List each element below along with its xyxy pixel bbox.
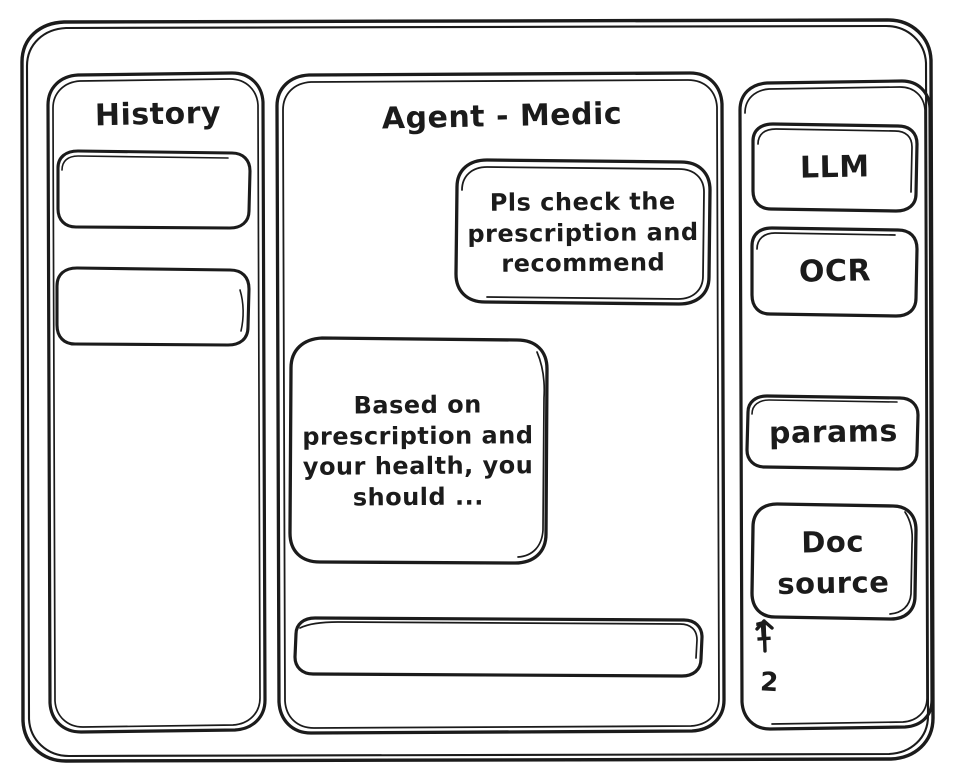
tool-params-label: params [768, 413, 898, 451]
message-composer-input[interactable] [296, 618, 700, 674]
user-message-text: Pls check the prescription and recommend [467, 187, 699, 279]
agent-message-bubble: Based on prescription and your health, y… [290, 337, 546, 565]
tool-llm-label: LLM [799, 149, 871, 186]
tool-doc-source-label: Doc source [777, 524, 890, 601]
agent-title-label: Agent - Medic [381, 96, 623, 137]
tool-ocr-button[interactable]: OCR [752, 228, 918, 316]
tool-ocr-label: OCR [798, 253, 872, 290]
doc-source-reference-2[interactable]: 2 [759, 667, 779, 699]
tool-llm-button[interactable]: LLM [752, 125, 918, 211]
tool-params-button[interactable]: params [748, 398, 918, 468]
history-item-2[interactable] [58, 268, 250, 346]
agent-panel-title: Agent - Medic [352, 96, 652, 140]
agent-message-text: Based on prescription and your health, y… [302, 390, 534, 512]
user-message-bubble: Pls check the prescription and recommend [455, 160, 711, 306]
tool-doc-source-button[interactable]: Doc source [752, 505, 914, 621]
history-item-1[interactable] [58, 152, 250, 228]
history-panel-title: History [78, 96, 238, 136]
doc-source-reference-1[interactable]: 1 [752, 616, 773, 649]
history-title-label: History [94, 95, 222, 134]
